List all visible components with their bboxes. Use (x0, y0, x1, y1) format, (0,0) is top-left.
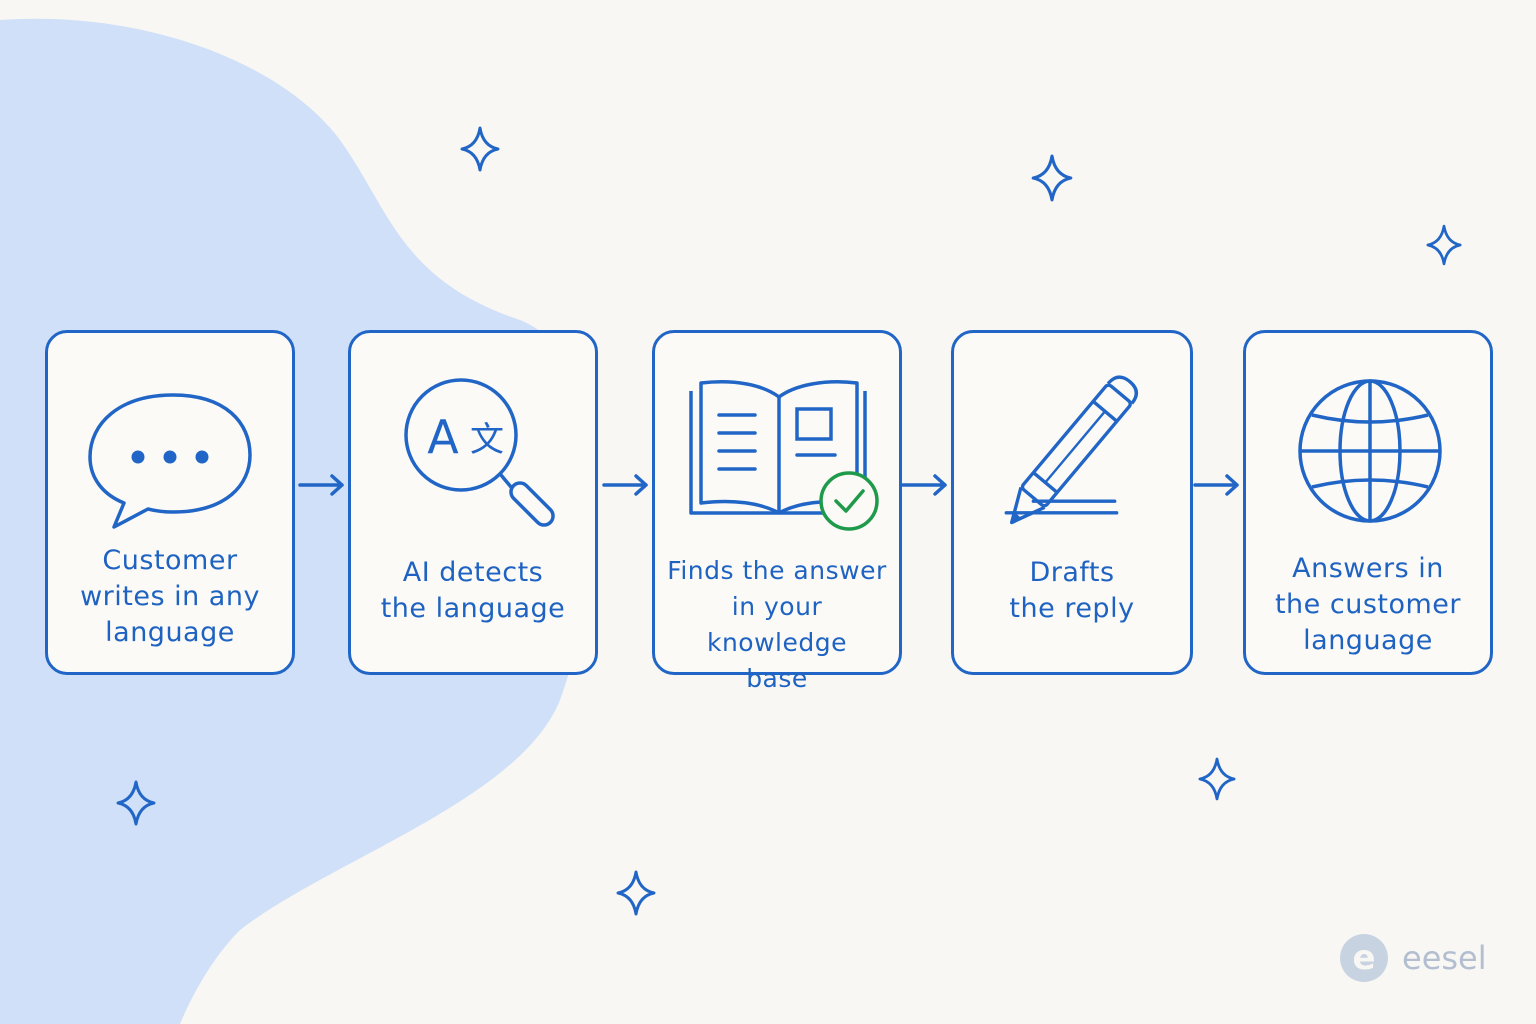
translate-magnifier-icon: A 文 (404, 378, 555, 527)
sparkle-icon (1426, 224, 1462, 266)
arrow-right-icon (602, 474, 648, 496)
arrow-right-icon (901, 474, 947, 496)
sparkle-icon (1031, 154, 1073, 202)
sparkle-icon (1198, 757, 1236, 801)
sparkle-icon (116, 780, 156, 826)
book-check-icon (689, 380, 879, 531)
svg-text:文: 文 (470, 420, 504, 460)
svg-text:A: A (427, 410, 459, 464)
step-label: Answers in the customer language (1274, 553, 1462, 656)
eesel-logo-icon: e (1340, 934, 1388, 982)
brand-name: eesel (1402, 939, 1487, 977)
arrow-right-icon (1193, 474, 1239, 496)
sparkle-icon (460, 126, 500, 172)
globe-icon (1298, 379, 1442, 523)
step-label: Customer writes in any language (80, 545, 260, 648)
step-card-3: Finds the answer in your knowledge base (652, 330, 902, 693)
arrow-right-icon (298, 474, 344, 496)
step-card-5: Answers in the customer language (1243, 330, 1493, 675)
step-card-2: A 文 AI detects the language (348, 330, 598, 675)
chat-bubble-icon (88, 393, 252, 529)
step-card-1: Customer writes in any language (45, 330, 295, 675)
step-card-4: Drafts the reply (951, 330, 1193, 675)
step-label: Drafts the reply (1009, 557, 1135, 624)
pencil-icon (1004, 375, 1138, 525)
sparkle-icon (616, 870, 656, 916)
step-label: Finds the answer in your knowledge base (667, 556, 887, 693)
step-label: AI detects the language (380, 557, 566, 624)
brand-logo: e eesel (1340, 934, 1487, 982)
